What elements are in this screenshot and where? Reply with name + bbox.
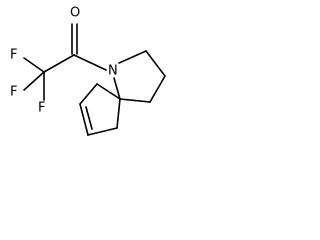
nitrogen-label: N [108, 64, 118, 79]
bond-c-f2 [23, 71, 45, 91]
oxygen-label: O [70, 6, 80, 21]
cyclopentene-ring [79, 83, 121, 136]
fluorine-label-3: F [38, 101, 45, 116]
chemical-structure-diagram: O N F F F [10, 6, 166, 136]
fluorine-label-1: F [10, 48, 17, 63]
carbonyl-double-bond [71, 23, 78, 55]
bond-carbonyl-n [73, 54, 107, 71]
bond-c-f1 [23, 57, 45, 73]
pyrrolidine-ring [113, 50, 166, 103]
fluorine-label-2: F [10, 85, 17, 100]
bond-carbonyl-cf3 [43, 54, 75, 73]
alkene-double-bond-inner [85, 106, 93, 130]
